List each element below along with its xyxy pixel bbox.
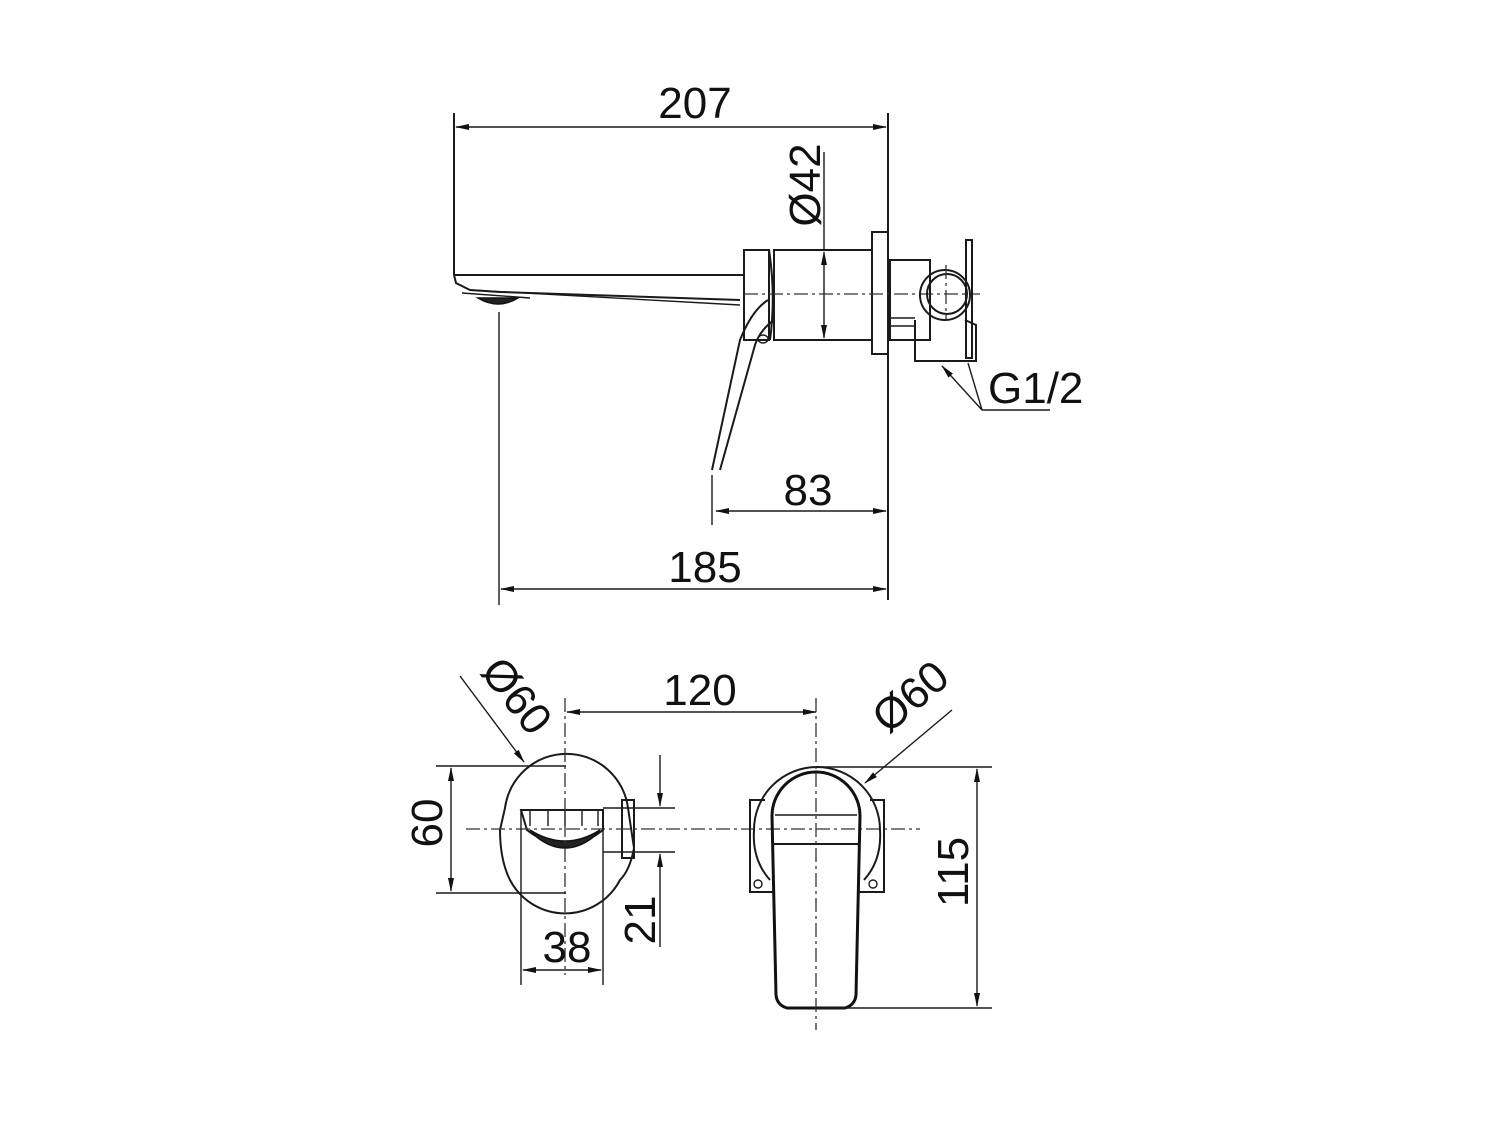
handle-screw: [757, 334, 769, 344]
wall-flange: [871, 231, 889, 355]
front-view-spout: 60 Ø60 21 38 120: [403, 648, 920, 985]
leader-60-handle: [864, 709, 953, 784]
dim-label-38: 38: [543, 923, 592, 972]
side-view: 207 Ø42 83 185: [453, 79, 1083, 605]
handle-lever: [770, 770, 862, 1010]
handle-bracket-left: [749, 799, 775, 893]
dim-label-phi60-handle: Ø60: [863, 651, 958, 742]
valve-outer-ring: [919, 269, 971, 321]
leader-60-spout: [459, 675, 525, 763]
body-cylinder: [773, 249, 873, 341]
handle-lever-back: [719, 319, 775, 471]
dim-label-207: 207: [658, 79, 731, 128]
leader-g12-a: [941, 365, 983, 411]
dim-label-42: Ø42: [781, 143, 830, 226]
dim-label-120: 120: [663, 666, 736, 715]
aerator: [475, 297, 521, 305]
spout-bottom-inner: [469, 289, 741, 306]
dim-label-60: 60: [403, 799, 452, 848]
handle-bracket-right: [859, 799, 885, 893]
dim-label-83: 83: [784, 466, 833, 515]
dim-label-115: 115: [929, 837, 978, 907]
front-view-handle: Ø60 115: [749, 651, 992, 1030]
dim-label-g12: G1/2: [988, 364, 1083, 413]
body-collar-curve: [768, 249, 774, 341]
valve-connector: [889, 259, 931, 341]
leader-g12-b: [967, 362, 983, 411]
aerator-rim: [461, 292, 531, 299]
spout-wall-plate: [498, 752, 636, 915]
dim-label-185: 185: [668, 543, 741, 592]
valve-bracket: [965, 239, 973, 359]
bracket-hole-right: [868, 879, 878, 889]
dim-label-21: 21: [616, 896, 665, 945]
dim-label-phi60-spout: Ø60: [472, 648, 562, 744]
bracket-hole-left: [753, 879, 763, 889]
spout-aerator: [529, 829, 601, 849]
handle-lever-front: [711, 299, 769, 471]
